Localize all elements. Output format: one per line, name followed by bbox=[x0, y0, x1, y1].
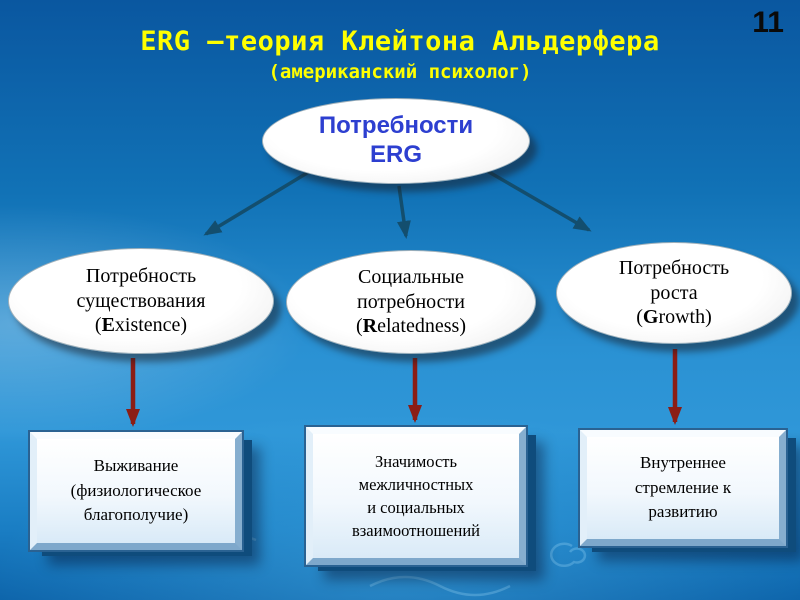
erg-initial: R bbox=[362, 315, 378, 338]
slide-title-block: ERG –теория Клейтона Альдерфера (америка… bbox=[0, 26, 800, 83]
node-existence: Потребность существования (Existence) bbox=[8, 248, 274, 354]
box-label-line: развитию bbox=[648, 502, 718, 522]
paren-rest: elatedness) bbox=[377, 315, 466, 338]
box-survival-label: Выживание (физиологическое благополучие) bbox=[71, 454, 202, 528]
paren: ( bbox=[94, 314, 102, 337]
box-label-line: благополучие) bbox=[83, 505, 189, 525]
node-relatedness: Социальные потребности (Relatedness) bbox=[286, 250, 536, 354]
box-label-line: взаимоотношений bbox=[352, 521, 480, 541]
box-label-line: Выживание bbox=[93, 456, 179, 476]
box-label-line: стремление к bbox=[634, 477, 732, 497]
box-label-line: и социальных bbox=[367, 498, 465, 517]
node-label-line: Потребность bbox=[618, 257, 730, 280]
node-label-line: роста bbox=[650, 281, 698, 304]
node-label-line: Потребности bbox=[318, 112, 474, 140]
swirl-spiral bbox=[549, 542, 587, 568]
node-label-line: (Growth) bbox=[619, 305, 729, 329]
node-existence-label: Потребность существования (Existence) bbox=[77, 264, 206, 337]
box-relationships: Значимость межличностных и социальных вз… bbox=[304, 425, 528, 567]
paren-rest: xistence) bbox=[114, 314, 188, 337]
box-development: Внутреннее стремление к развитию bbox=[578, 428, 788, 548]
swirl-wave-bottom bbox=[369, 575, 511, 597]
node-label-line: Социальные bbox=[358, 266, 464, 289]
box-development-label: Внутреннее стремление к развитию bbox=[635, 451, 731, 525]
node-label-line: (Existence) bbox=[77, 313, 206, 337]
node-label-line: существования bbox=[76, 289, 206, 312]
node-label-line: потребности bbox=[356, 290, 465, 313]
slide-title: ERG –теория Клейтона Альдерфера bbox=[140, 26, 660, 57]
paren-rest: rowth) bbox=[658, 306, 712, 329]
box-survival: Выживание (физиологическое благополучие) bbox=[28, 430, 244, 552]
box-label-line: Значимость bbox=[374, 451, 458, 471]
box-label-line: (физиологическое bbox=[70, 480, 202, 500]
paren: ( bbox=[356, 315, 363, 338]
node-label-line: ERG bbox=[369, 141, 422, 168]
node-erg-needs-label: Потребности ERG bbox=[319, 112, 473, 170]
node-growth: Потребность роста (Growth) bbox=[556, 242, 792, 344]
slide-subtitle: (американский психолог) bbox=[268, 61, 532, 83]
box-label-line: межличностных bbox=[358, 474, 474, 494]
slide-number: 11 bbox=[752, 6, 784, 39]
box-relationships-label: Значимость межличностных и социальных вз… bbox=[352, 450, 480, 542]
box-label-line: Внутреннее bbox=[640, 453, 726, 473]
node-growth-label: Потребность роста (Growth) bbox=[619, 256, 729, 329]
erg-initial: E bbox=[101, 314, 115, 337]
node-erg-needs: Потребности ERG bbox=[262, 98, 530, 184]
erg-initial: G bbox=[642, 306, 659, 329]
node-relatedness-label: Социальные потребности (Relatedness) bbox=[356, 265, 466, 338]
paren: ( bbox=[636, 306, 643, 329]
node-label-line: Потребность bbox=[85, 265, 197, 288]
node-label-line: (Relatedness) bbox=[356, 314, 466, 338]
